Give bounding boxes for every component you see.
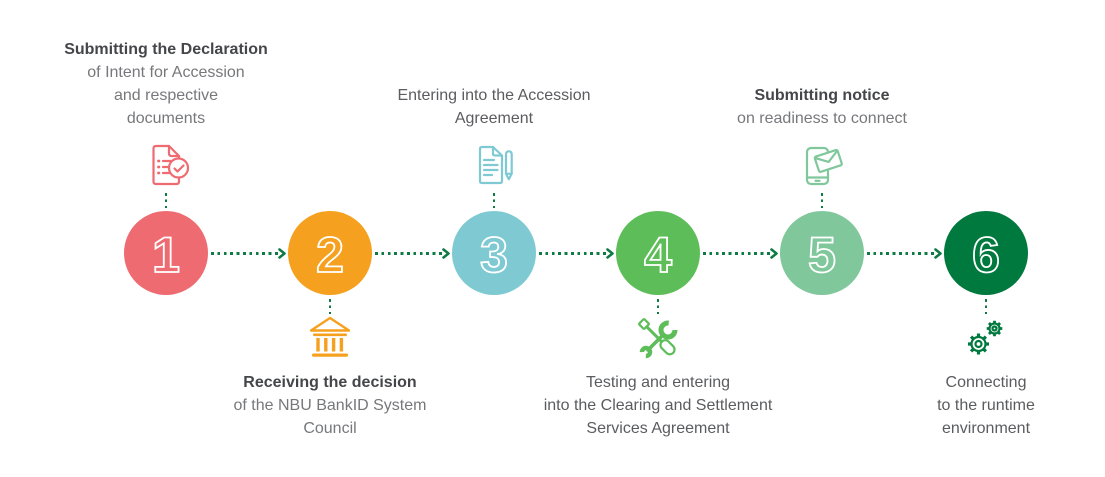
document-check-icon bbox=[141, 141, 191, 191]
step-label: Testing and entering into the Clearing a… bbox=[494, 371, 822, 440]
step-number: 2 bbox=[316, 227, 344, 283]
step-number: 5 bbox=[808, 227, 836, 283]
step-circle: 6 bbox=[944, 211, 1028, 295]
step-label-line: Testing and entering bbox=[585, 374, 731, 391]
dotted-line bbox=[211, 252, 278, 255]
step-label-line: Entering into the Accession bbox=[397, 87, 591, 104]
step-label-line: of Intent for Accession bbox=[87, 64, 245, 81]
step-circle: 4 bbox=[616, 211, 700, 295]
gears-icon bbox=[961, 313, 1011, 363]
step-label-line: Agreement bbox=[454, 110, 534, 127]
step-label-line: Council bbox=[303, 420, 357, 437]
step-number: 4 bbox=[644, 227, 672, 283]
step-label-line: environment bbox=[941, 420, 1031, 437]
dotted-line bbox=[867, 252, 934, 255]
bank-icon bbox=[305, 313, 355, 363]
arrowhead-icon bbox=[278, 248, 286, 259]
dotted-stub bbox=[328, 299, 332, 314]
step-label-line: and respective bbox=[113, 87, 219, 104]
arrowhead-icon bbox=[606, 248, 614, 259]
step-1: Submitting the Declaration of Intent for… bbox=[2, 0, 330, 477]
step-label-line: to the runtime bbox=[937, 397, 1035, 414]
step-circle: 5 bbox=[780, 211, 864, 295]
step-label-line: into the Clearing and Settlement bbox=[543, 397, 773, 414]
step-label-line: on readiness to connect bbox=[737, 110, 907, 127]
arrowhead-icon bbox=[934, 248, 942, 259]
phone-envelope-icon bbox=[797, 141, 847, 191]
step-number: 1 bbox=[152, 227, 180, 283]
step-label-line: Receiving the decision bbox=[243, 374, 417, 391]
step-label-line: Submitting the Declaration bbox=[64, 41, 268, 58]
dotted-line bbox=[703, 252, 770, 255]
dotted-stub bbox=[164, 193, 168, 208]
step-5: Submitting notice on readiness to connec… bbox=[658, 0, 986, 477]
step-number: 6 bbox=[972, 227, 1000, 283]
step-label: Receiving the decision of the NBU BankID… bbox=[166, 371, 494, 440]
step-circle: 1 bbox=[124, 211, 208, 295]
dotted-line bbox=[375, 252, 442, 255]
step-label-line: Connecting bbox=[945, 374, 1027, 391]
tools-icon bbox=[633, 313, 683, 363]
connector-arrow bbox=[539, 248, 615, 259]
dotted-line bbox=[539, 252, 606, 255]
step-label-line: Services Agreement bbox=[586, 420, 730, 437]
step-6: 6 Connecting to the runtime environment bbox=[822, 0, 1105, 477]
connector-arrow bbox=[867, 248, 943, 259]
connector-arrow bbox=[375, 248, 451, 259]
connector-arrow bbox=[211, 248, 287, 259]
arrowhead-icon bbox=[442, 248, 450, 259]
step-number: 3 bbox=[480, 227, 508, 283]
step-label: Entering into the Accession Agreement bbox=[330, 84, 658, 130]
document-pen-icon bbox=[469, 141, 519, 191]
dotted-stub bbox=[984, 299, 988, 314]
step-label: Connecting to the runtime environment bbox=[822, 371, 1105, 440]
step-label: Submitting notice on readiness to connec… bbox=[658, 84, 986, 130]
step-label-line: of the NBU BankID System bbox=[233, 397, 427, 414]
step-label: Submitting the Declaration of Intent for… bbox=[2, 38, 330, 130]
arrowhead-icon bbox=[770, 248, 778, 259]
step-4: 4 Testing and entering into the Clearing… bbox=[494, 0, 822, 477]
step-3: Entering into the Accession Agreement 3 bbox=[330, 0, 658, 477]
step-2: 2 Receiving the decision of the NBU Bank… bbox=[166, 0, 494, 477]
step-label-line: Submitting notice bbox=[754, 87, 890, 104]
dotted-stub bbox=[656, 299, 660, 314]
step-circle: 3 bbox=[452, 211, 536, 295]
dotted-stub bbox=[820, 193, 824, 208]
step-circle: 2 bbox=[288, 211, 372, 295]
step-label-line: documents bbox=[126, 110, 206, 127]
dotted-stub bbox=[492, 193, 496, 208]
connector-arrow bbox=[703, 248, 779, 259]
